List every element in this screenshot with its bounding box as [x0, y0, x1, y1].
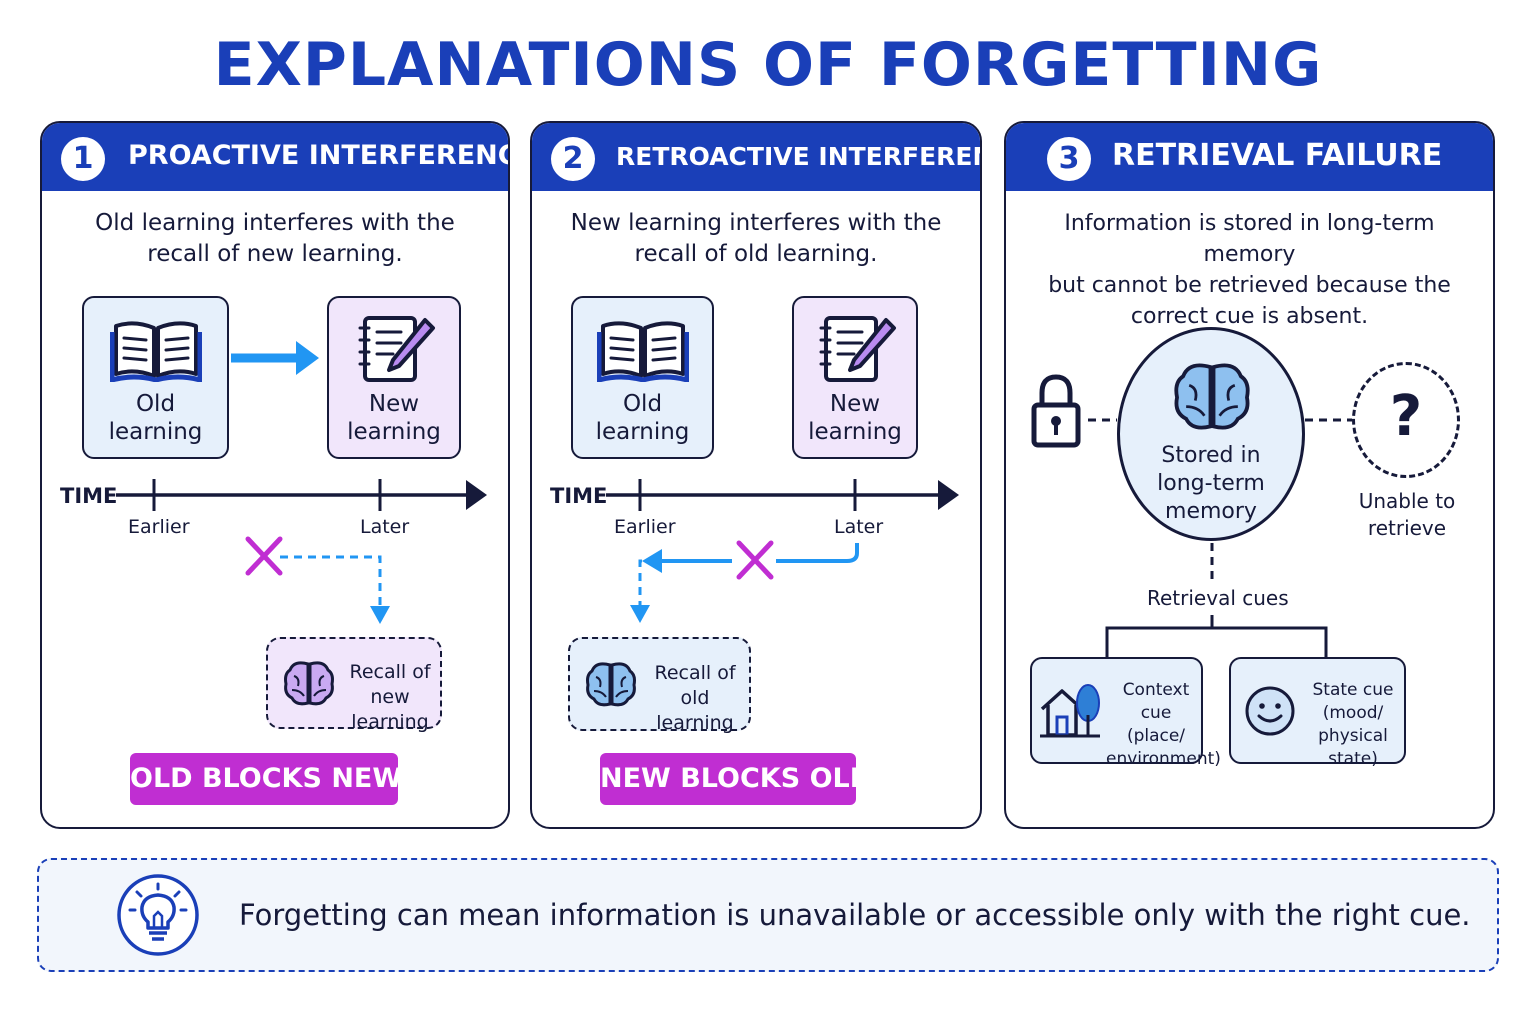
- recall-card: Recall of new learning: [266, 637, 442, 733]
- card-label: New learning: [347, 391, 441, 445]
- old-learning-card: Old learning: [571, 296, 714, 459]
- panel-description: Information is stored in long-term memor…: [1048, 211, 1451, 329]
- timeline-earlier: Earlier: [128, 516, 190, 538]
- smiley-icon: [1245, 686, 1295, 736]
- state-cue-label: State cue (mood/ physical state): [1312, 680, 1394, 769]
- brain-icon: [1174, 363, 1250, 430]
- panel-description: Old learning interferes with the recall …: [95, 210, 455, 267]
- notebook-pencil-icon: [819, 316, 896, 382]
- panel-header: 2 RETROACTIVE INTERFERENCE: [532, 123, 980, 191]
- context-cue-card: Context cue (place/ environment): [1030, 657, 1221, 769]
- summary-tag: OLD BLOCKS NEW: [130, 753, 402, 805]
- timeline-axis-label: TIME: [60, 484, 118, 508]
- lock-icon: [1031, 374, 1081, 448]
- state-cue-card: State cue (mood/ physical state): [1229, 657, 1406, 769]
- panel-number: 1: [61, 137, 105, 181]
- notebook-pencil-icon: [358, 316, 435, 382]
- footer-text: Forgetting can mean information is unava…: [239, 898, 1471, 932]
- memory-label: Stored in long-term memory: [1157, 443, 1265, 524]
- retrieval-cues-label: Retrieval cues: [1147, 586, 1289, 610]
- context-cue-label: Context cue (place/ environment): [1106, 680, 1221, 769]
- card-label: Old learning: [108, 391, 203, 445]
- recall-card: Recall of old learning: [568, 637, 751, 734]
- panel-number: 3: [1047, 137, 1091, 181]
- panel-number: 2: [551, 137, 595, 181]
- new-learning-card: New learning: [327, 296, 461, 459]
- panel-heading: PROACTIVE INTERFERENCE: [128, 140, 510, 171]
- lightbulb-icon: [117, 874, 199, 956]
- memory-circle: Stored in long-term memory: [1117, 327, 1305, 541]
- new-learning-card: New learning: [792, 296, 918, 459]
- house-tree-icon: [1040, 684, 1100, 738]
- timeline-later: Later: [834, 516, 884, 538]
- unable-label: Unable to retrieve: [1358, 489, 1456, 540]
- panel-retroactive-interference: 2 RETROACTIVE INTERFERENCE New learning …: [530, 121, 982, 829]
- missing-cue-circle: ?: [1352, 362, 1460, 478]
- panel-heading: RETRIEVAL FAILURE: [1112, 138, 1443, 173]
- open-book-icon: [597, 321, 689, 382]
- timeline-axis-label: TIME: [550, 484, 608, 508]
- card-label: New learning: [808, 391, 902, 445]
- timeline-earlier: Earlier: [614, 516, 676, 538]
- brain-icon: [586, 662, 636, 707]
- panel-header: 1 PROACTIVE INTERFERENCE: [42, 123, 508, 191]
- footer-banner: Forgetting can mean information is unava…: [37, 858, 1499, 972]
- open-book-icon: [110, 321, 202, 382]
- panel-proactive-interference: 1 PROACTIVE INTERFERENCE Old learning in…: [40, 121, 510, 829]
- page-title: EXPLANATIONS OF FORGETTING: [213, 30, 1323, 100]
- question-icon: ?: [1389, 384, 1423, 449]
- panel-header: 3 RETRIEVAL FAILURE: [1006, 123, 1493, 191]
- summary-tag: NEW BLOCKS OLD: [600, 753, 872, 805]
- timeline-later: Later: [360, 516, 410, 538]
- panel-heading: RETROACTIVE INTERFERENCE: [616, 142, 980, 171]
- brain-icon: [284, 661, 334, 706]
- panel-description: New learning interferes with the recall …: [570, 210, 942, 267]
- old-learning-card: Old learning: [82, 296, 229, 459]
- panel-retrieval-failure: 3 RETRIEVAL FAILURE Information is store…: [1004, 121, 1495, 829]
- recall-label: Recall of old learning: [654, 662, 736, 734]
- recall-label: Recall of new learning: [349, 661, 431, 733]
- card-label: Old learning: [595, 391, 690, 445]
